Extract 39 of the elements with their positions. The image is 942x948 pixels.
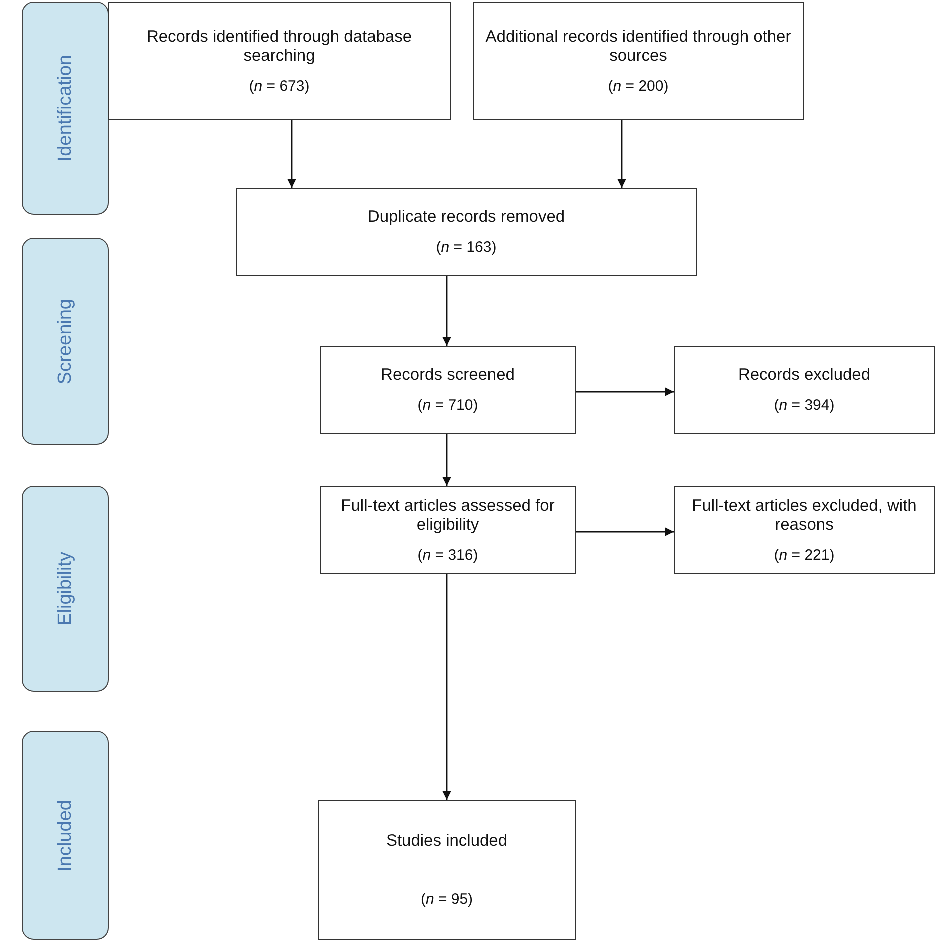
phase-label: Included [54, 800, 76, 872]
phase-label: Identification [54, 55, 76, 162]
box-title: Duplicate records removed [368, 208, 566, 227]
box-title: Records excluded [738, 366, 871, 385]
box-title: Studies included [386, 832, 508, 851]
count-label: (n = 221) [774, 546, 835, 564]
process-box [108, 2, 451, 120]
box-title: Records identified through database searching [146, 28, 414, 66]
box-title: Additional records identified through other sources [484, 28, 792, 66]
count-label: (n = 394) [774, 397, 835, 414]
phase-band [22, 238, 109, 445]
phase-band [22, 731, 109, 940]
arrow [288, 120, 296, 188]
count-label: (n = 316) [418, 546, 478, 564]
count-label: (n = 710) [418, 397, 478, 414]
arrow [442, 276, 452, 346]
count-label: (n = 95) [420, 891, 474, 908]
arrow [618, 120, 626, 188]
process-box [318, 800, 576, 940]
count-label: (n = 163) [436, 239, 497, 256]
phase-label: Eligibility [54, 552, 76, 626]
box-title: Full-text articles assessed for eligibility [340, 496, 556, 534]
phase-band [22, 2, 109, 215]
phase-band [22, 486, 109, 692]
box-title: Records screened [381, 366, 515, 385]
process-box [320, 346, 576, 434]
process-box [236, 188, 697, 276]
process-box [320, 486, 576, 574]
arrow [576, 528, 674, 536]
phase-label: Screening [54, 298, 76, 384]
arrow [442, 434, 452, 486]
count-label: (n = 673) [249, 78, 310, 94]
process-box [674, 346, 935, 434]
count-label: (n = 200) [608, 78, 669, 94]
process-box [674, 486, 935, 574]
arrow [576, 388, 674, 396]
arrow [442, 574, 452, 800]
box-title: Full-text articles excluded, with reasons [691, 496, 918, 534]
process-box [473, 2, 804, 120]
